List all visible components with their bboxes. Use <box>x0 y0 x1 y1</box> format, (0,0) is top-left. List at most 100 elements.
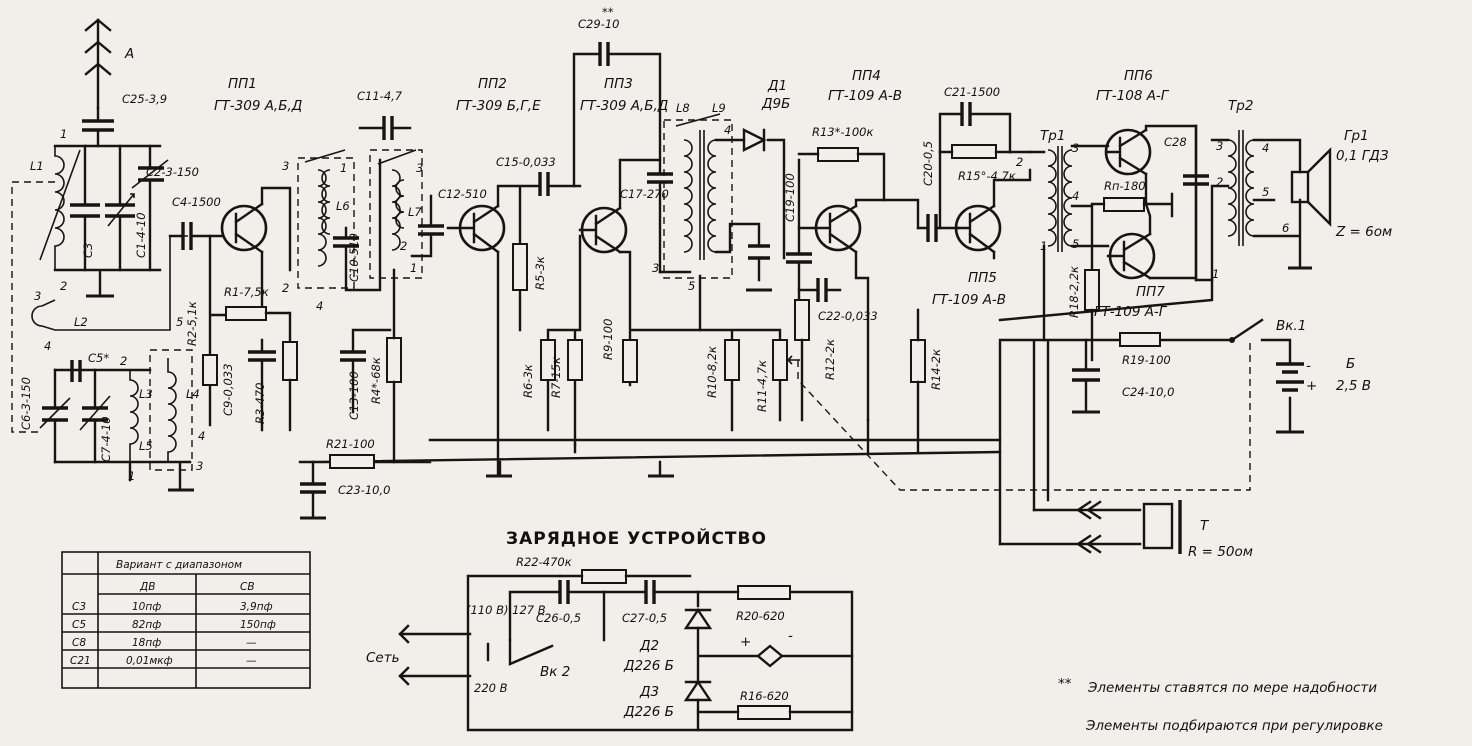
r18-label: R18-2,2к <box>1067 266 1081 318</box>
pin-label: 3 <box>1072 141 1079 155</box>
pin-label: 3 <box>1216 139 1223 153</box>
speaker-impedance: Z = 6ом <box>1335 224 1392 240</box>
table-cell: C21 <box>70 655 91 667</box>
capacitor-c24: C24-10,0 <box>1072 338 1174 414</box>
table-cell: — <box>246 637 257 649</box>
battery-voltage: 2,5 В <box>1336 378 1371 394</box>
r5-label: R5-3к <box>533 256 547 290</box>
d2-ref: Д2 <box>639 638 659 654</box>
r9-label: R9-100 <box>601 319 615 360</box>
table-cell: 0,01мкф <box>126 655 173 667</box>
pin-label: 1 <box>340 161 347 175</box>
pp6-type: ГТ-108 А-Г <box>1096 88 1170 104</box>
resistor-r15: R15°-4,7к <box>938 144 1016 183</box>
charger-minus: - <box>788 628 793 644</box>
capacitor-c15: C15-0,033 <box>496 155 582 196</box>
c29-stars: ** <box>602 5 614 19</box>
d1-type: Д9Б <box>761 96 790 112</box>
r22-label: R22-470к <box>516 555 572 569</box>
v220-label: 220 В <box>474 681 508 695</box>
r16-label: R16-620 <box>740 689 789 703</box>
resistor-r13: R13*-100к <box>797 125 886 202</box>
c22-label: C22-0,033 <box>818 309 878 323</box>
inductor-l1: L1 <box>30 146 81 270</box>
r12-label: R12-2к <box>823 339 837 380</box>
capacitor-c4: C4-1500 <box>168 195 224 250</box>
table-title: Вариант с диапазоном <box>116 559 242 571</box>
capacitor-c9: C9-0,033 <box>221 338 276 432</box>
r10-label: R10-8,2к <box>705 346 719 398</box>
phones-resistance: R = 50ом <box>1188 544 1253 560</box>
c12-label: C12-510 <box>438 187 487 201</box>
pin-label: 5 <box>1262 185 1269 199</box>
l7-label: L7 <box>408 205 422 219</box>
c25-label: C25-3,9 <box>122 92 167 106</box>
table-cell: 18пф <box>132 637 161 649</box>
speaker-spec: 0,1 ГДЗ <box>1336 148 1389 164</box>
resistor-r7: R7-15к <box>549 339 583 398</box>
c4-label: C4-1500 <box>172 195 221 209</box>
pp1-type: ГТ-309 А,Б,Д <box>214 98 302 114</box>
speaker-gr1: Гр1 0,1 ГДЗ Z = 6ом <box>1290 128 1392 240</box>
diode-d3: Д3 Д226 Б <box>623 679 713 720</box>
d3-type: Д226 Б <box>623 704 674 720</box>
inductor-l7: L7 3 2 1 <box>369 149 423 279</box>
c11-label: C11-4,7 <box>357 89 403 103</box>
capacitor-c7: C7-4-10 <box>79 368 113 464</box>
inductor-l3-l5: L3 L4 L5 2 5 4 3 1 <box>120 315 205 483</box>
volume-switch-link <box>797 340 1251 491</box>
pin-label: 1 <box>128 469 135 483</box>
c23-label: C23-10,0 <box>338 483 390 497</box>
antenna: A <box>84 18 134 110</box>
pin-label: 1 <box>410 261 417 275</box>
capacitor-c10: C10-510 <box>333 158 382 292</box>
capacitor-c11: C11-4,7 <box>357 89 412 140</box>
switch-vk1-label: Вк.1 <box>1276 318 1306 334</box>
pin-label: 3 <box>282 159 289 173</box>
r13-label: R13*-100к <box>812 125 873 139</box>
pp7-ref: ПП7 <box>1136 284 1165 300</box>
resistor-r10: R10-8,2к <box>705 339 740 398</box>
c1-label: C1-4-10 <box>134 212 148 258</box>
resistor-r16: R16-620 <box>696 689 854 720</box>
r14-label: R14-2к <box>929 349 943 390</box>
pp3-ref: ПП3 <box>604 76 633 92</box>
charger-plus: + <box>740 634 751 650</box>
capacitor-c27: C27-0,5 <box>602 580 700 625</box>
pin-label: 3 <box>652 261 659 275</box>
resistor-r22: R22-470к <box>516 555 692 584</box>
pin-label: 5 <box>688 279 695 293</box>
transistor-pp5: ПП5 ГТ-109 А-В <box>932 204 1006 308</box>
headphones-t: T R = 50ом <box>998 500 1253 560</box>
battery-b: - + Б 2,5 В <box>1260 338 1371 434</box>
capacitor-c17: C17-270 <box>618 158 673 274</box>
note2-text: Элементы подбираются при регулировке <box>1085 718 1383 734</box>
capacitor-c21: C21-1500 <box>938 85 1012 154</box>
pp5-ref: ПП5 <box>968 270 997 286</box>
pin-label: 5 <box>176 315 183 329</box>
pin-label: 2 <box>60 279 67 293</box>
pin-label: 4 <box>724 123 731 137</box>
l6-label: L6 <box>336 199 350 213</box>
r21-label: R21-100 <box>326 437 375 451</box>
switch-vk1[interactable]: Вк.1 <box>1229 318 1306 343</box>
table-cell: C3 <box>72 601 86 613</box>
pp5-type: ГТ-109 А-В <box>932 292 1006 308</box>
l2-label: L2 <box>74 315 88 329</box>
r4-label: R4*-68к <box>369 357 383 404</box>
pin-label: 2 <box>400 239 407 253</box>
l5-label: L5 <box>139 439 153 453</box>
c2-label: C2-3-150 <box>146 165 199 179</box>
resistor-r18: R18-2,2к <box>1067 266 1100 362</box>
transistor-pp4: ПП4 ГТ-109 А-В <box>797 68 902 254</box>
phones-ref: T <box>1200 518 1210 534</box>
r20-label: R20-620 <box>736 609 785 623</box>
l4-label: L4 <box>186 387 200 401</box>
table-cell: 82пф <box>132 619 161 631</box>
table-cell: C5 <box>72 619 86 631</box>
c28-label: C28 <box>1164 135 1187 149</box>
switch-vk2[interactable]: Вк 2 <box>508 638 570 680</box>
tr1-ref: Тр1 <box>1040 128 1065 144</box>
transistor-pp1: ПП1 ГТ-309 А,Б,Д <box>214 76 302 254</box>
l9-label: L9 <box>712 101 726 115</box>
